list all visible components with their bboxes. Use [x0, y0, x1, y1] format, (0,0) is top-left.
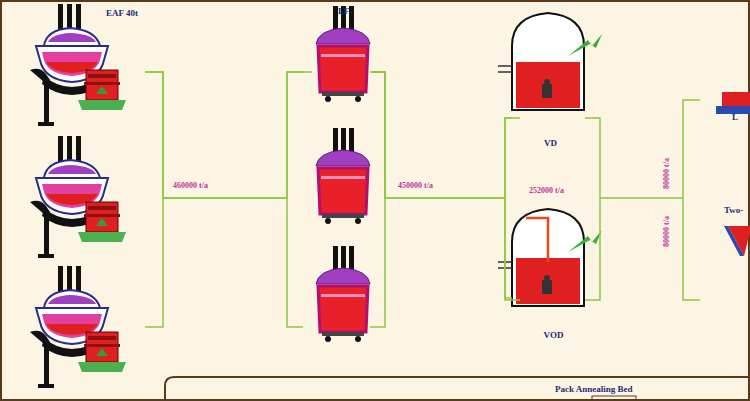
cut-off-label: L [732, 112, 738, 123]
node-label: Pack Annealing Bed [555, 384, 633, 395]
flow-rate: 460000 t/a [172, 181, 209, 191]
annealing-panel: Pack Annealing Bed [166, 378, 750, 401]
cut-off-equipment [716, 92, 750, 256]
node-label: VOD [512, 330, 595, 341]
flow-rate: 252000 t/a [528, 186, 565, 196]
node-label: VD [512, 138, 589, 149]
eaf-furnace [30, 136, 126, 258]
eaf-furnace [30, 266, 126, 388]
flow-line [372, 72, 512, 198]
ladle-furnace-node: LF [312, 2, 372, 106]
vd-node: VD [512, 10, 589, 152]
bed-symbol [592, 396, 636, 401]
flow-rate: 450000 t/a [397, 181, 434, 191]
ladle-furnace [316, 128, 370, 224]
flow-line [372, 72, 512, 298]
flow-rate: 80000 t/a [662, 157, 672, 190]
oxygen-lance [526, 218, 548, 262]
ladle-furnace [316, 246, 370, 342]
cut-off-label: Two- [724, 205, 743, 216]
flow-line [145, 72, 312, 198]
furnace-node: EAF 40t [40, 8, 145, 80]
vacuum-degasser [498, 13, 602, 110]
flow-rate: 80000 t/a [662, 215, 672, 248]
node-label: LF [338, 6, 350, 17]
vod-node: VOD [512, 206, 595, 344]
flow-brackets [145, 72, 700, 327]
vacuum-degasser [498, 209, 602, 306]
eaf-furnace [30, 4, 126, 126]
ladle-furnace [316, 6, 370, 102]
node-label: EAF 40t [106, 8, 138, 19]
annealing-panel-outline [165, 377, 750, 401]
